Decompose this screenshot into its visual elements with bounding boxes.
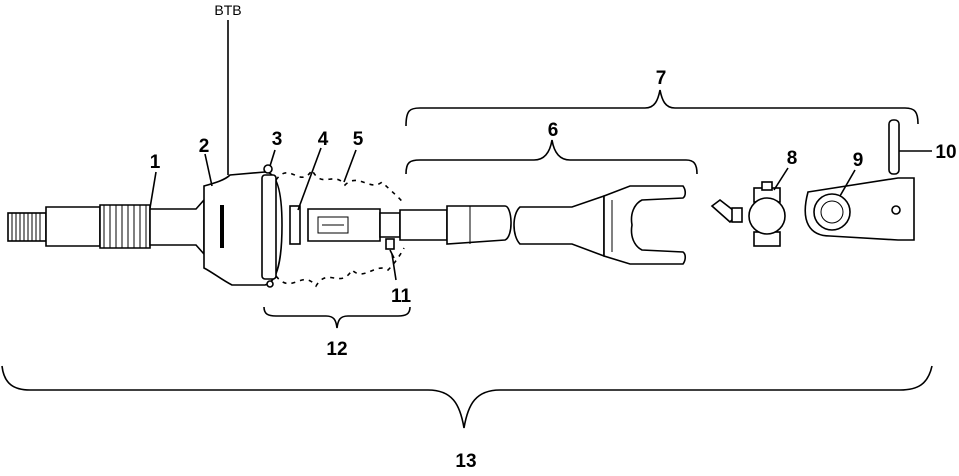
bracket-12 (263, 306, 411, 329)
callout-13: 13 (455, 451, 476, 471)
callout-2: 2 (199, 136, 210, 157)
callout-11: 11 (391, 286, 412, 307)
bracket-6 (405, 139, 698, 175)
callout-6: 6 (548, 120, 559, 141)
part-2-cv-housing (203, 171, 283, 288)
btb-label: BTB (214, 2, 241, 18)
part-5-boot (275, 168, 405, 288)
callout-7: 7 (656, 68, 667, 89)
bracket-13 (1, 365, 933, 429)
part-3-clamp (263, 164, 273, 174)
part-1-stub-shaft (7, 197, 205, 257)
callout-10: 10 (935, 142, 956, 163)
callout-5: 5 (353, 129, 364, 150)
part-10-pin (888, 119, 900, 175)
part-6-yoke-shaft (399, 185, 687, 265)
callout-12: 12 (326, 339, 347, 360)
leader-lines (149, 20, 932, 281)
part-8-cross-fitting (710, 181, 786, 247)
bracket-7 (405, 89, 919, 127)
callout-1: 1 (150, 152, 161, 173)
callout-4: 4 (318, 129, 329, 150)
part-4-inner-joint (289, 205, 401, 250)
callout-8: 8 (787, 148, 798, 169)
callout-3: 3 (272, 129, 283, 150)
part-9-flange-yoke (804, 177, 915, 241)
callout-9: 9 (853, 150, 864, 171)
